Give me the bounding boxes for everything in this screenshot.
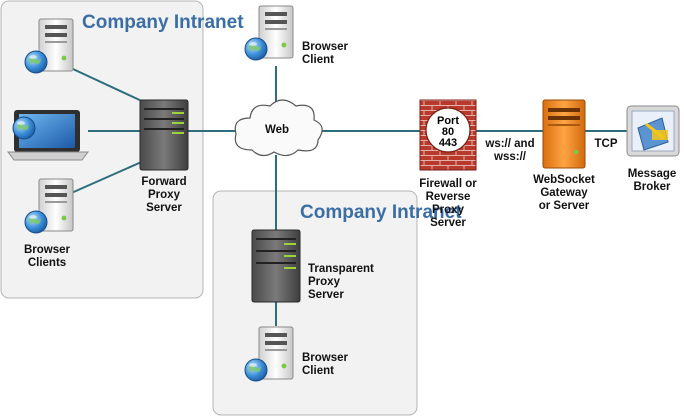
label-message-broker: Message Broker (627, 168, 677, 193)
server-rack-icon (139, 99, 189, 171)
label-browser-clients-left: Browser Clients (23, 244, 71, 269)
cloud-icon (234, 99, 323, 157)
label-transparent-proxy: Transparent Proxy Server (308, 263, 374, 301)
intranet-zone-bottom-center (212, 190, 418, 416)
link-top-client-forward-proxy (59, 62, 147, 104)
message-broker-icon (626, 105, 680, 157)
zone-title-bottom-center: Company Intranet (300, 202, 462, 223)
label-firewall-port: Port 80 443 (437, 115, 459, 149)
label-websocket-gateway: WebSocket Gateway or Server (533, 174, 595, 212)
desktop-computer-icon (244, 5, 294, 61)
label-forward-proxy: Forward Proxy Server (141, 176, 187, 214)
edge-label-ws: ws:// and wss:// (485, 138, 535, 163)
laptop-icon (7, 110, 89, 161)
server-rack-icon (251, 229, 301, 303)
label-browser-client-top: Browser Client (302, 41, 349, 66)
connection-lines (59, 62, 627, 326)
brick-wall-icon (419, 99, 477, 171)
server-rack-icon (542, 99, 586, 169)
label-web: Web (264, 124, 290, 136)
edge-label-tcp: TCP (594, 138, 618, 150)
label-browser-client-bottom: Browser Client (302, 352, 349, 377)
link-bottom-client-forward-proxy (59, 159, 147, 199)
zone-title-top-left: Company Intranet (82, 12, 244, 33)
label-firewall: Firewall or Reverse Proxy Server (419, 178, 477, 229)
